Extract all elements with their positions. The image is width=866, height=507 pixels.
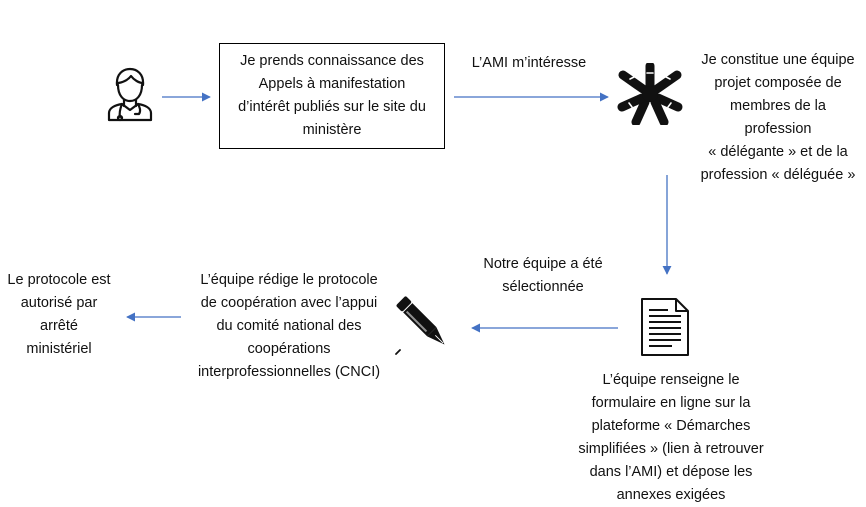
step1-box: Je prends connaissance des Appels à mani… (219, 43, 445, 149)
doctor-icon (107, 67, 153, 122)
step1-text: Je prends connaissance des Appels à mani… (238, 53, 426, 138)
step4-text: L’équipe rédige le protocole de coopérat… (197, 272, 381, 380)
team-hands-icon (617, 63, 683, 125)
label-selected: Notre équipe a été sélectionnée (483, 256, 603, 295)
label-ami: L’AMI m’intéresse (471, 55, 587, 71)
document-icon (641, 298, 689, 356)
step5-text: Le protocole est autorisé par arrêté min… (7, 272, 111, 357)
step3-text: L’équipe renseigne le formulaire en lign… (578, 372, 764, 503)
pen-icon (395, 296, 445, 355)
step2-text: Je constitue une équipe projet composée … (700, 52, 856, 183)
